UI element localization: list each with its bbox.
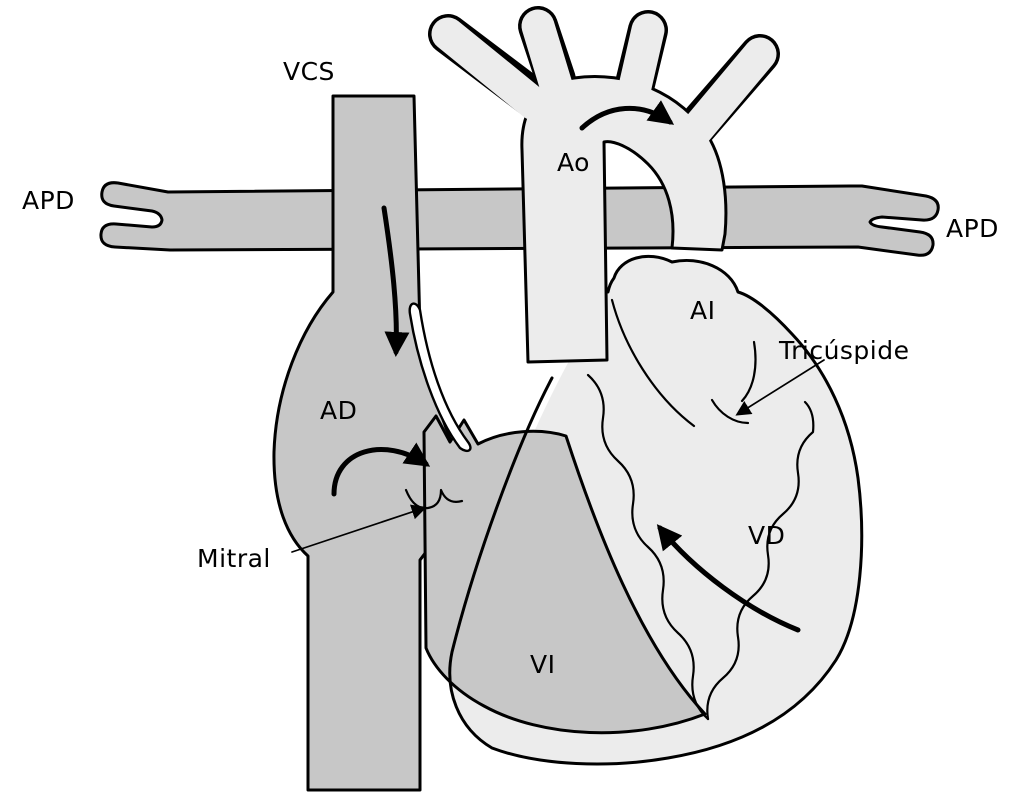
atrial-channel-shape [408,302,472,453]
mitral-valve-squiggle [404,488,464,510]
pointer-line-tricuspid [735,359,825,416]
left-atrium-right-edge [740,340,757,403]
left-ventricle-shape [422,414,707,735]
heart-outline [448,254,864,766]
pointer-line-mitral [291,504,427,553]
left-atrium-inner-line [610,298,696,428]
right-ventricle-wavy-border-left [586,373,710,721]
aorta-branch-3-fill [615,13,665,117]
flow-arrow-aorta [579,100,675,131]
pulmonary-artery-band-shape [99,181,940,257]
label-right-atrium: AD [320,396,358,425]
label-apd-left: APD [22,186,75,215]
aorta-branches-fill [431,9,777,157]
flow-arrow-right-ventricle [656,524,801,633]
aorta-branch-4-fill [671,37,777,157]
aorta-branch-2-fill [521,9,575,109]
label-left-ventricle: VI [530,650,556,679]
tricuspid-valve-line [710,398,750,425]
right-ventricle-wavy-border-right [706,400,815,721]
flow-arrow-right-atrium [331,442,431,497]
label-aorta: Ao [557,148,590,177]
aorta-branch-1-fill [431,17,551,121]
label-mitral: Mitral [197,544,271,573]
label-left-atrium: AI [690,296,716,325]
label-apd-right: APD [946,214,999,243]
label-right-ventricle: VD [748,521,786,550]
flow-arrow-vcs [381,205,410,357]
label-tricuspid: Tricúspide [779,336,910,365]
label-vcs: VCS [283,57,335,86]
